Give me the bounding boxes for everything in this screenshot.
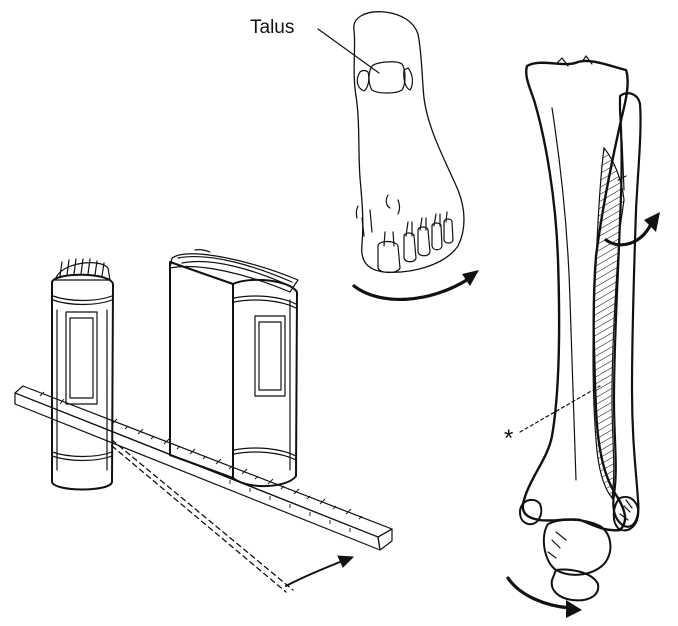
ankle-arrow-head [566, 600, 582, 618]
ruler-arrow-head [338, 556, 353, 567]
talus-bone [369, 62, 405, 93]
ankle-rotation-arrow [508, 578, 582, 618]
talus-leader-line [318, 29, 379, 73]
tibia-fibula [520, 56, 641, 600]
fibula [613, 93, 640, 527]
book-left [52, 259, 113, 490]
fibula-section [593, 148, 624, 498]
asterisk-leader-line [520, 386, 600, 432]
asterisk-label: * [504, 425, 513, 452]
talus-label: Talus [250, 17, 294, 38]
foot-arrow-head [462, 270, 479, 286]
foot [354, 12, 479, 300]
